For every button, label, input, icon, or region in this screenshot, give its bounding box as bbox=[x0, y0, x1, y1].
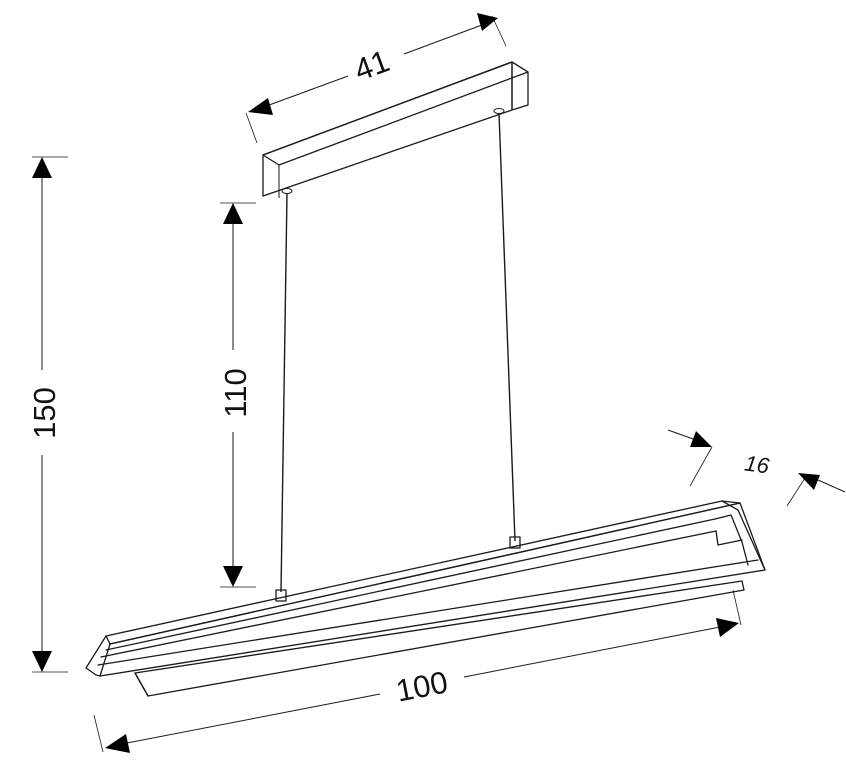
arrowhead bbox=[248, 98, 273, 115]
arrowhead bbox=[798, 473, 820, 490]
dimension-label-cable-length: 110 bbox=[218, 368, 253, 417]
arrowhead bbox=[105, 734, 130, 753]
arrowhead bbox=[477, 13, 498, 31]
arrowhead bbox=[32, 651, 52, 672]
dimension-fixture-depth: 16 bbox=[667, 429, 846, 507]
cable-left bbox=[280, 192, 288, 593]
dimension-label-canopy-width: 41 bbox=[350, 43, 394, 88]
ceiling-canopy bbox=[262, 61, 529, 198]
suspension-cables bbox=[275, 112, 521, 602]
cable-gripper-left bbox=[275, 589, 287, 602]
cable-gripper-right bbox=[509, 536, 521, 549]
light-bar-fixture bbox=[85, 500, 766, 697]
arrowhead bbox=[223, 566, 243, 587]
dimension-total-height: 150 bbox=[27, 156, 68, 673]
arrowhead bbox=[32, 157, 52, 178]
canopy-screw-right bbox=[493, 108, 505, 114]
dimension-label-fixture-length: 100 bbox=[393, 664, 450, 708]
dimension-cable-length: 110 bbox=[218, 202, 256, 588]
dimension-canopy-width: 41 bbox=[245, 13, 507, 144]
cable-right bbox=[498, 112, 516, 542]
arrowhead bbox=[690, 431, 712, 447]
canopy-screw-left bbox=[281, 188, 293, 194]
dimension-label-total-height: 150 bbox=[27, 387, 62, 439]
arrowhead bbox=[223, 203, 243, 224]
dimension-label-fixture-depth: 16 bbox=[743, 450, 771, 478]
arrowhead bbox=[716, 618, 739, 637]
